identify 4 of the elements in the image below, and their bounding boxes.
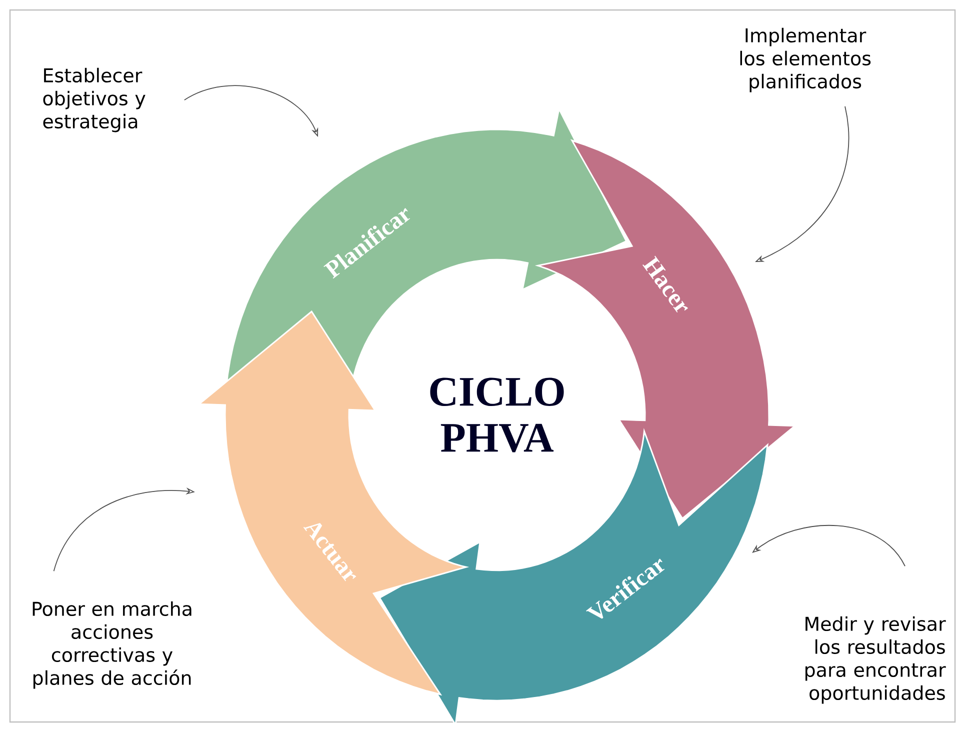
annotation-text: Medir y revisar los resultados para encontrar oportunidades bbox=[805, 616, 946, 704]
annotation-text: Poner en marcha acciones correctivas y planes de acción bbox=[32, 601, 192, 689]
annotation-text: Implementar los elementos planificados bbox=[740, 28, 871, 92]
annotation-text: Establecer objetivos y estrategia bbox=[43, 68, 146, 132]
